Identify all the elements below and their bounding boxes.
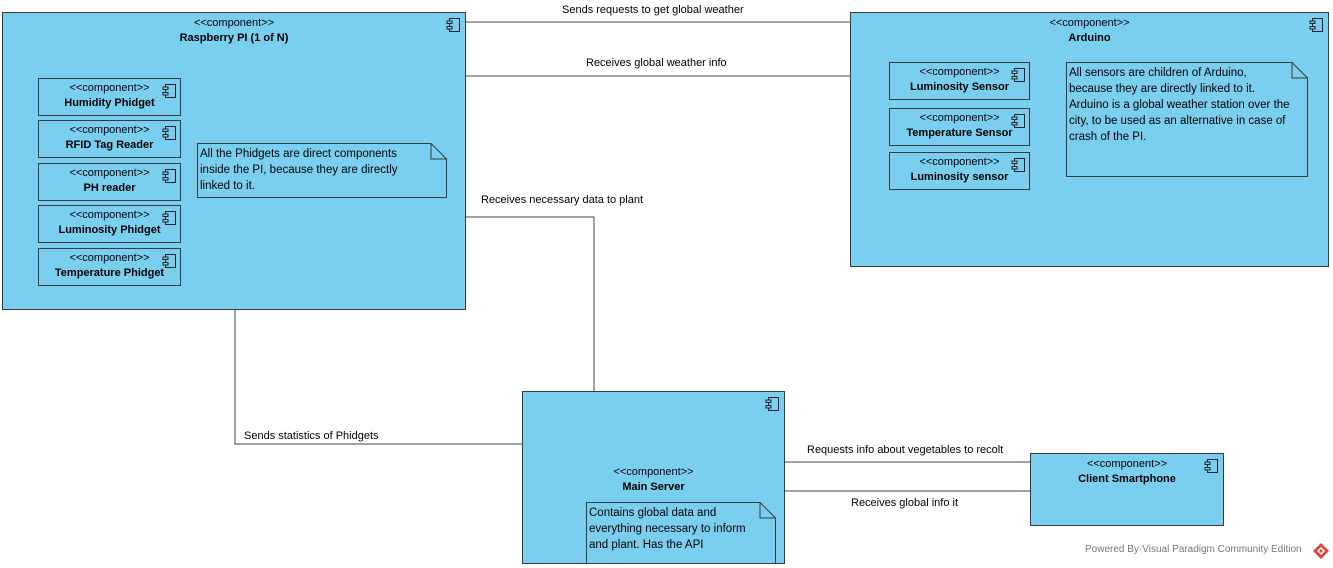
component-icon bbox=[1309, 18, 1323, 32]
component-name: Raspberry PI (1 of N) bbox=[179, 32, 289, 44]
arduino-component[interactable]: <<component>> Arduino <<component>> Lumi… bbox=[850, 12, 1329, 267]
stereotype-label: <<component>> bbox=[69, 209, 150, 221]
label-receives-plant-data: Receives necessary data to plant bbox=[481, 194, 644, 206]
note-shape bbox=[197, 143, 447, 198]
luminosity-sensor-2-component[interactable]: <<component>> Luminosity sensor bbox=[889, 152, 1030, 190]
stereotype-label: <<component>> bbox=[69, 252, 150, 264]
stereotype-label: <<component>> bbox=[69, 167, 150, 179]
note-shape bbox=[586, 502, 776, 564]
component-icon bbox=[162, 254, 176, 268]
client-smartphone-component[interactable]: <<component>> Client Smartphone bbox=[1030, 453, 1224, 526]
note-shape bbox=[1066, 62, 1308, 177]
component-name: Arduino bbox=[1068, 32, 1111, 44]
ph-reader-component[interactable]: <<component>> PH reader bbox=[38, 163, 181, 201]
component-icon bbox=[1204, 459, 1218, 473]
temperature-sensor-component[interactable]: <<component>> Temperature Sensor bbox=[889, 108, 1030, 146]
footer-watermark: Powered By·Visual Paradigm Community Edi… bbox=[1085, 544, 1302, 555]
component-icon bbox=[1011, 114, 1025, 128]
component-icon bbox=[162, 211, 176, 225]
component-name: Luminosity sensor bbox=[910, 171, 1009, 183]
component-name: Temperature Phidget bbox=[54, 267, 165, 279]
label-requests-weather: Sends requests to get global weather bbox=[562, 4, 744, 16]
humidity-phidget-component[interactable]: <<component>> Humidity Phidget bbox=[38, 78, 181, 116]
connector-sends-statistics bbox=[234, 310, 523, 445]
visual-paradigm-logo-icon bbox=[1313, 543, 1329, 559]
component-name: PH reader bbox=[83, 182, 136, 194]
stereotype-label: <<component>> bbox=[919, 156, 1000, 168]
component-icon bbox=[765, 397, 779, 411]
stereotype-label: <<component>> bbox=[919, 66, 1000, 78]
label-receives-global-info: Receives global info it bbox=[851, 497, 959, 509]
pi-note[interactable]: All the Phidgets are direct components i… bbox=[197, 143, 447, 198]
component-name: Humidity Phidget bbox=[64, 97, 155, 109]
component-name: Luminosity Phidget bbox=[58, 224, 161, 236]
stereotype-label: <<component>> bbox=[193, 17, 275, 29]
label-sends-statistics: Sends statistics of Phidgets bbox=[244, 430, 379, 442]
label-requests-vegetables: Requests info about vegetables to recolt bbox=[807, 444, 1004, 456]
stereotype-label: <<component>> bbox=[69, 124, 150, 136]
arduino-note[interactable]: All sensors are children of Arduino, bec… bbox=[1066, 62, 1308, 177]
component-name: Luminosity Sensor bbox=[909, 81, 1010, 93]
luminosity-phidget-component[interactable]: <<component>> Luminosity Phidget bbox=[38, 205, 181, 243]
component-icon bbox=[446, 18, 460, 32]
stereotype-label: <<component>> bbox=[69, 82, 150, 94]
component-name: Client Smartphone bbox=[1078, 473, 1176, 485]
component-icon bbox=[162, 169, 176, 183]
component-name: Temperature Sensor bbox=[906, 127, 1013, 139]
connector-receives-plant-data bbox=[466, 216, 595, 391]
server-note[interactable]: Contains global data and everything nece… bbox=[586, 502, 776, 564]
component-icon bbox=[1011, 158, 1025, 172]
main-server-component[interactable]: <<component>> Main Server Contains globa… bbox=[522, 391, 785, 564]
component-name: Main Server bbox=[622, 481, 685, 493]
stereotype-label: <<component>> bbox=[1086, 458, 1168, 470]
stereotype-label: <<component>> bbox=[613, 466, 694, 478]
note-text: All sensors are children of Arduino, bec… bbox=[1069, 67, 1290, 143]
component-icon bbox=[162, 84, 176, 98]
note-text: Contains global data and everything nece… bbox=[589, 507, 746, 551]
component-name: RFID Tag Reader bbox=[65, 139, 154, 151]
raspberry-pi-component[interactable]: <<component>> Raspberry PI (1 of N) <<co… bbox=[2, 12, 466, 310]
stereotype-label: <<component>> bbox=[919, 112, 1000, 124]
component-icon bbox=[162, 126, 176, 140]
luminosity-sensor-component[interactable]: <<component>> Luminosity Sensor bbox=[889, 62, 1030, 100]
temperature-phidget-component[interactable]: <<component>> Temperature Phidget bbox=[38, 248, 181, 286]
component-icon bbox=[1011, 68, 1025, 82]
note-text: All the Phidgets are direct components i… bbox=[200, 148, 398, 192]
label-receives-weather: Receives global weather info bbox=[586, 57, 727, 69]
rfid-tag-reader-component[interactable]: <<component>> RFID Tag Reader bbox=[38, 120, 181, 158]
stereotype-label: <<component>> bbox=[1049, 17, 1130, 29]
